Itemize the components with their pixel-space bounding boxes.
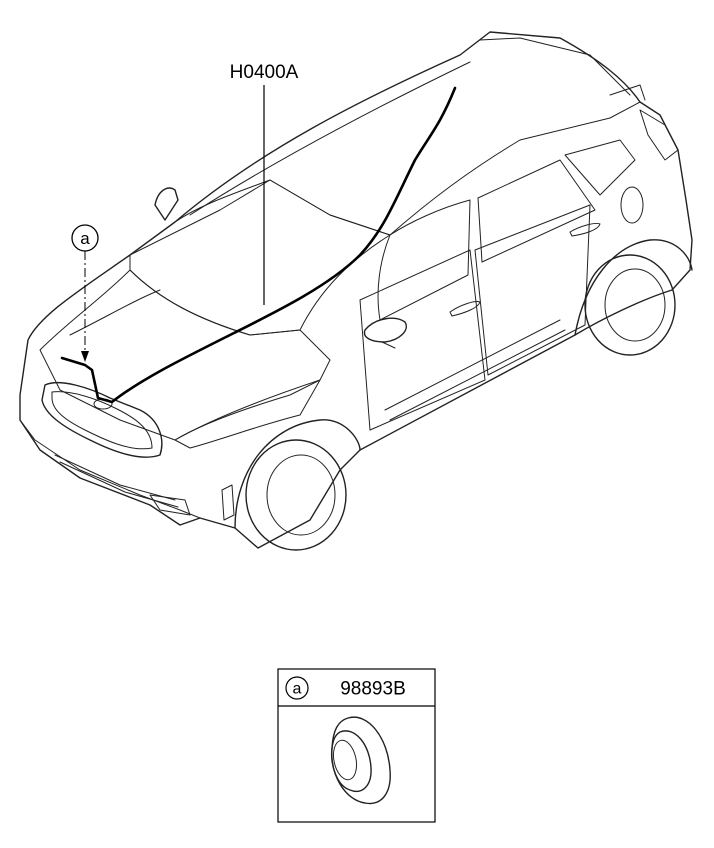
location-marker-label: a — [80, 229, 90, 248]
vehicle-body-outline — [19, 31, 693, 549]
roof-line-inner — [189, 61, 471, 216]
fuel-door — [620, 186, 644, 224]
detail-marker-circle — [285, 676, 309, 700]
mirror-base — [381, 341, 396, 349]
harness-part-label: H0400A — [230, 62, 299, 83]
lower-intake — [54, 454, 179, 508]
front-grille — [41, 381, 163, 458]
front-side-marker — [221, 484, 235, 521]
rear-rim — [604, 268, 666, 342]
rear-door-window — [477, 159, 596, 263]
headlamp — [174, 379, 321, 449]
windshield-outline — [129, 179, 391, 336]
rear-door-handle — [569, 223, 601, 237]
tail-lamp — [639, 109, 679, 161]
front-tire — [245, 439, 347, 551]
front-wheel-arch — [234, 419, 361, 529]
location-leader-arrow — [81, 351, 89, 362]
detail-box: a 98893B — [277, 668, 436, 823]
quarter-window — [564, 139, 636, 196]
vehicle-illustration — [19, 31, 693, 551]
rear-tire — [584, 254, 676, 356]
location-marker-callout: a — [71, 224, 99, 362]
grommet-cap — [332, 739, 358, 781]
left-mirror-far — [154, 187, 179, 221]
grille-inner — [51, 391, 153, 450]
fog-lamp — [149, 494, 191, 516]
hood-outline — [39, 269, 331, 441]
rear-spoiler — [609, 84, 646, 101]
grommet-flange — [331, 716, 391, 805]
roof-rail — [479, 37, 631, 96]
front-door — [359, 249, 486, 431]
front-door-window — [377, 199, 471, 321]
side-mirror — [363, 317, 407, 343]
detail-part-number: 98893B — [340, 679, 406, 700]
harness-callout: H0400A — [230, 62, 299, 305]
roof-outline — [174, 101, 641, 236]
front-door-handle — [449, 301, 481, 317]
grommet-illustration — [330, 716, 391, 805]
front-rim — [266, 454, 336, 536]
front-bumper — [19, 419, 201, 519]
rear-door — [474, 204, 591, 376]
detail-marker-label: a — [293, 681, 302, 698]
hood-wiring-harness — [60, 86, 457, 404]
grommet-body — [330, 730, 372, 792]
hood-crease — [69, 289, 161, 336]
body-side-molding — [384, 319, 566, 421]
